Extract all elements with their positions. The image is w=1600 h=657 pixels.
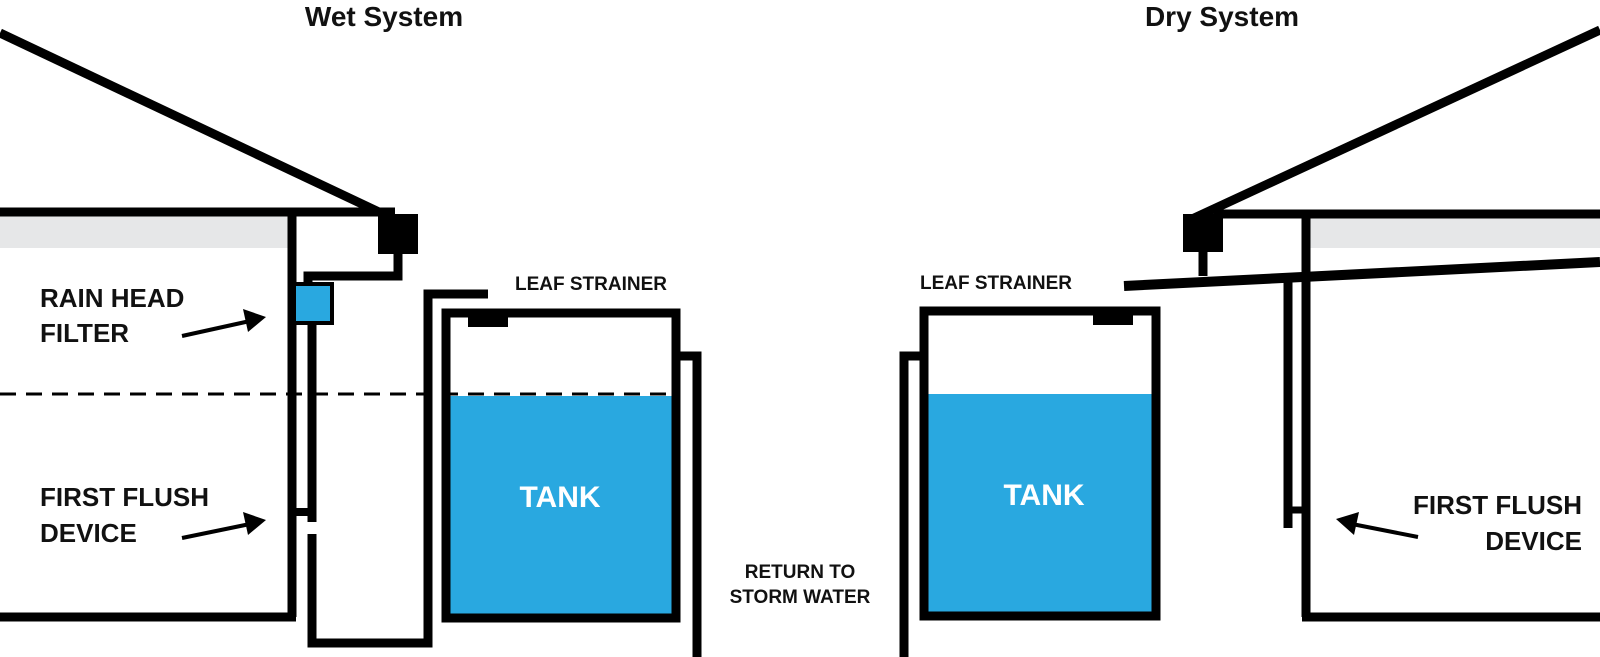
tank-left-overflow-pipe [676,351,702,657]
tank-left-water [446,396,676,618]
rain-head-filter-label-line2: FILTER [40,318,129,348]
rain-head-filter-box [292,282,334,325]
wet-system-title: Wet System [305,1,463,32]
return-to-storm-water-line2: STORM WATER [730,587,871,608]
tank-right-leaf-strainer [1093,312,1133,325]
left-house-ceiling-shade [0,214,292,248]
tank-right-water [924,394,1156,616]
rain-head-filter-arrow-shaft [181,319,251,338]
first-flush-left-label-line2: DEVICE [40,518,137,548]
right-gutter [1183,214,1223,252]
right-house-roof [1188,25,1600,225]
dry-system: Dry System TANK LEAF STRAINER FIRST FLUS… [899,1,1600,657]
left-downpipe-top [303,252,403,284]
tank-left-outline [441,308,681,623]
first-flush-left-label-line1: FIRST FLUSH [40,482,209,512]
left-gutter [378,214,418,254]
tank-left-leaf-strainer [468,314,508,327]
wet-system: TANK Wet System LEAF STRAINER RAIN HEAD … [0,1,702,657]
rain-head-filter-arrow-head [243,309,266,332]
first-flush-left-arrow-shaft [181,522,251,540]
return-to-storm-water-line1: RETURN TO [745,562,855,583]
tank-left-label: TANK [519,481,600,514]
first-flush-right-arrow-head [1336,512,1359,535]
first-flush-right-label-line1: FIRST FLUSH [1413,490,1582,520]
tank-right-outline [919,306,1161,621]
right-house-ceiling-shade [1306,216,1600,248]
left-house-roof [0,28,400,226]
first-flush-right-arrow-shaft [1351,522,1419,539]
first-flush-right-label-line2: DEVICE [1485,526,1582,556]
dry-system-title: Dry System [1145,1,1299,32]
leaf-strainer-right-label: LEAF STRAINER [920,273,1072,294]
storm-water-return: RETURN TO STORM WATER [730,562,871,608]
leaf-strainer-left-label: LEAF STRAINER [515,274,667,295]
rain-head-filter-label-line1: RAIN HEAD [40,283,184,313]
tank-right-label: TANK [1003,479,1084,512]
tank-right-inlet-pipe [899,351,924,657]
right-conveyance-pipe [1123,257,1600,291]
first-flush-left-arrow-head [243,512,266,535]
left-pipe-bottom-loop [307,289,488,648]
